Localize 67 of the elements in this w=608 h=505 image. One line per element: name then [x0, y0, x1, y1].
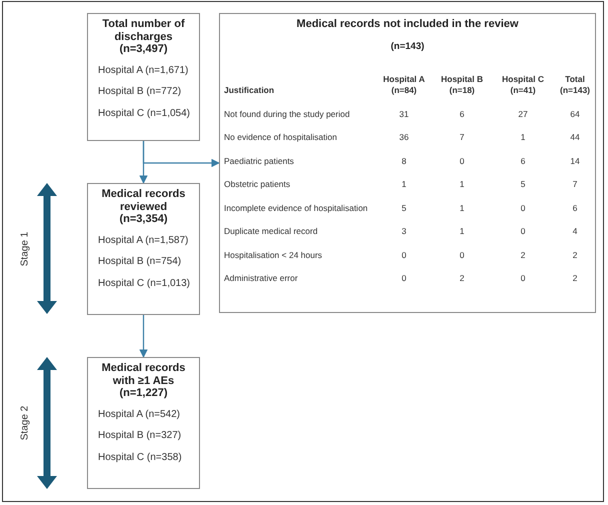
table-value: 0	[400, 248, 408, 262]
table-value: 0	[520, 272, 526, 285]
table-value: 6	[572, 202, 578, 214]
column-header: Hospital A (n=84)	[382, 72, 426, 97]
hospital-count: Hospital B (n=327)	[97, 430, 182, 442]
arrow	[139, 315, 148, 358]
row-label: Incomplete evidence of hospitalisation	[224, 202, 369, 215]
table-value: 0	[520, 202, 526, 214]
box-heading: Medical records with ≥1 AEs (n=1,227)	[100, 361, 186, 400]
table-value: 0	[520, 225, 526, 238]
column-header: Hospital B (n=18)	[440, 72, 484, 97]
box-heading: Total number of discharges (n=3,497)	[101, 17, 186, 56]
hospital-count: Hospital C (n=358)	[97, 452, 183, 464]
table-value: 1	[458, 202, 466, 214]
stage-label: Stage 1	[20, 231, 30, 266]
table-value: 5	[520, 178, 526, 191]
row-label: Hospitalisation < 24 hours	[224, 248, 324, 262]
table-subtitle: (n=143)	[390, 40, 426, 52]
column-header: Justification	[224, 84, 276, 97]
table-value: 64	[569, 108, 581, 120]
row-label: Duplicate medical record	[224, 225, 319, 238]
table-value: 7	[572, 178, 578, 191]
table-value: 1	[520, 131, 526, 144]
table-value: 6	[520, 154, 526, 168]
table-value: 1	[400, 178, 408, 191]
hospital-count: Hospital A (n=1,587)	[97, 234, 190, 246]
row-label: Obstetric patients	[224, 178, 292, 191]
table-value: 7	[458, 131, 466, 144]
table-value: 4	[572, 225, 578, 238]
row-label: No evidence of hospitalisation	[224, 131, 338, 144]
table-value: 3	[400, 225, 408, 238]
table-value: 1	[458, 178, 466, 191]
box-heading: Medical records reviewed (n=3,354)	[100, 187, 186, 226]
row-label: Administrative error	[224, 272, 299, 285]
process-box	[87, 183, 200, 315]
table-value: 5	[400, 202, 408, 214]
hospital-count: Hospital C (n=1,013)	[97, 278, 191, 290]
table-value: 1	[458, 225, 466, 238]
stage-label: Stage 2	[20, 406, 30, 440]
table-value: 2	[520, 248, 526, 262]
table-value: 8	[400, 154, 408, 168]
table-value: 0	[458, 248, 466, 262]
table-value: 31	[398, 108, 410, 120]
column-header: Total (n=143)	[559, 72, 591, 97]
table-value: 2	[572, 248, 578, 262]
process-box	[87, 357, 200, 489]
hospital-count: Hospital B (n=754)	[97, 256, 182, 268]
hospital-count: Hospital A (n=1,671)	[97, 64, 190, 76]
process-box	[87, 13, 200, 141]
table-value: 27	[517, 108, 529, 120]
table-title: Medical records not included in the review	[296, 17, 520, 30]
table-value: 0	[400, 272, 408, 285]
arrow	[142, 141, 220, 168]
row-label: Not found during the study period	[224, 108, 351, 121]
column-header: Hospital C (n=41)	[500, 72, 546, 97]
hospital-count: Hospital B (n=772)	[97, 86, 182, 98]
table-value: 6	[458, 108, 466, 120]
hospital-count: Hospital C (n=1,054)	[97, 108, 191, 120]
table-value: 2	[572, 272, 578, 285]
table-value: 14	[569, 154, 581, 168]
row-label: Paediatric patients	[224, 154, 295, 168]
table-value: 44	[569, 131, 581, 144]
hospital-count: Hospital A (n=542)	[97, 408, 181, 420]
table-panel	[219, 13, 596, 313]
table-value: 0	[458, 154, 466, 168]
table-value: 2	[458, 272, 466, 285]
table-value: 36	[398, 131, 410, 144]
